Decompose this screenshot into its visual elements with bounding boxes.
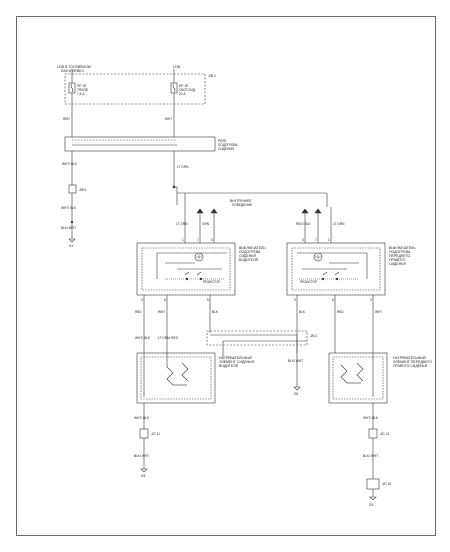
wire-label-blk-l: BLK bbox=[212, 310, 219, 314]
heater-left-label-1: НАГРЕВАТЕЛЬНЫЙ bbox=[219, 356, 252, 360]
switch-left-label-4: ВОДИТЕЛЯ bbox=[239, 258, 259, 262]
wire-label-wht-blk-l2: WHT/ BLK bbox=[135, 336, 151, 340]
pin-label: 9 bbox=[207, 298, 209, 302]
wire-label-red-l: RED bbox=[135, 310, 142, 314]
relay-label-1: РЕЛЕ bbox=[218, 139, 226, 143]
ground-mid-label: G5 bbox=[294, 392, 298, 396]
connector-jc13 bbox=[368, 428, 378, 439]
wire-label-wht-blk-1: WHT/ BLK bbox=[62, 162, 78, 166]
wire-label-wht-l: WHT bbox=[158, 310, 165, 314]
wire-label-red-blk-r: RED/ BLK bbox=[296, 222, 311, 226]
internal-label-1: ВНУТРЕННЕЕ bbox=[230, 199, 252, 203]
wire-label-wht-top: WHT bbox=[165, 117, 172, 121]
wire-label-blk-br: BLK/ WHT bbox=[363, 454, 378, 458]
heater-left-label-2: ЭЛЕМЕНТ СИДЕНЬЯ bbox=[219, 360, 254, 364]
heater-left-label-3: ВОДИТЕЛЯ bbox=[219, 364, 239, 368]
pin-label: 9 bbox=[294, 298, 296, 302]
jb2-label: J/B 2 bbox=[310, 334, 317, 338]
fuse-left-sub: ТЯХОВ bbox=[77, 88, 88, 92]
wire-label-wht-blk-br: WHT/ BLK bbox=[363, 416, 379, 420]
pin-label: 6 bbox=[332, 298, 334, 302]
connector-jc11-label: J/C 11 bbox=[151, 432, 160, 436]
wiring-diagram: I-DB В ТОПЛИВНОМ ЛАК И ЛЕВЕЛ I-DB J/B 1 … bbox=[57, 65, 432, 507]
wire-label-blk-bl: BLK/ WHT bbox=[134, 454, 149, 458]
wire-label-red-top: RED bbox=[63, 117, 70, 121]
switch-left-label-1: ВЫКЛЮЧАТЕЛЬ bbox=[239, 246, 266, 250]
ground-left-icon bbox=[68, 238, 76, 243]
junction-block-label: J/B 1 bbox=[208, 74, 216, 78]
switch-right-label-1: ВЫКЛЮЧАТЕЛЬ bbox=[389, 246, 416, 250]
connector-jb6-label: J/B 6 bbox=[79, 188, 86, 192]
fuse-left bbox=[68, 69, 76, 137]
switch-left-resistor-label: РЕЗИСТОР bbox=[203, 280, 220, 284]
wire-label-ltgrn-r: LT GRN bbox=[333, 222, 345, 226]
pin-label: 3 bbox=[141, 298, 143, 302]
fuse-left-rating: 7,5 А bbox=[77, 92, 85, 96]
ground-left-label: G1 bbox=[69, 244, 73, 248]
connector-jb6 bbox=[68, 184, 77, 194]
pin-label: 7 bbox=[315, 238, 317, 242]
internal-label-2: ПОВЕДЕНИЕ bbox=[232, 203, 252, 207]
switch-right-label-3: ПЕРЕДНЕГО bbox=[389, 254, 410, 258]
switch-left-label-3: СИДЕНЬЯ bbox=[239, 254, 256, 258]
relay-label-3: СИДЕНИЙ bbox=[218, 147, 234, 151]
switch-right-label-2: ПОДОГРЕВА bbox=[389, 250, 411, 254]
fuse-right-sub: ОБОГ.СИД bbox=[179, 88, 196, 92]
fuse-right-rating: 20 А bbox=[179, 92, 186, 96]
wire-label-ltgrn: LT GRN bbox=[177, 165, 189, 169]
pin-label: 1 bbox=[182, 238, 184, 242]
jb2-box bbox=[206, 330, 308, 346]
connector-jc16 bbox=[366, 478, 380, 490]
switch-left-label-2: ПОДОГРЕВА bbox=[239, 250, 261, 254]
relay-box bbox=[64, 136, 216, 152]
pin-label: 4 bbox=[211, 238, 213, 242]
fuse-left-name: ПР. 35 bbox=[77, 84, 86, 88]
ground-br-label: G4 bbox=[369, 503, 373, 507]
ground-mid-icon bbox=[293, 386, 301, 391]
wire-label-ltgrn-l: LT GRN bbox=[176, 222, 188, 226]
diagram-page: I-DB В ТОПЛИВНОМ ЛАК И ЛЕВЕЛ I-DB J/B 1 … bbox=[16, 16, 436, 536]
pin-label: 4 bbox=[302, 238, 304, 242]
heater-right-label-3: ПРАВОГО СИДЕНЬЯ bbox=[393, 364, 428, 368]
switch-right-label-5: СИДЕНЬЯ bbox=[389, 262, 406, 266]
heater-left-element-icon bbox=[166, 366, 174, 386]
source-left-label: I-DB В ТОПЛИВНОМ bbox=[57, 65, 91, 69]
fuse-right bbox=[170, 69, 178, 137]
connector-jc13-label: J/C 13 bbox=[380, 432, 389, 436]
source-right-label: I-DB bbox=[173, 65, 181, 69]
wire-label-red-r: RED bbox=[337, 310, 344, 314]
wire-label-wht-blk-2: WHT/ BLK bbox=[61, 206, 77, 210]
wire-label-blk-left: BLK/ WHT bbox=[61, 226, 76, 230]
switch-right-box bbox=[286, 242, 386, 296]
pin-label: 3 bbox=[370, 298, 372, 302]
wire-label-blk-mid: BLK/ WHT bbox=[288, 359, 303, 363]
relay-label-2: ПОДОГРЕВА bbox=[218, 143, 238, 147]
heater-left-box bbox=[136, 352, 216, 404]
connector-jc16-label: J/C 16 bbox=[382, 482, 391, 486]
ground-bl-label: G3 bbox=[141, 474, 145, 478]
heater-right-label-2: ЭЛЕМЕНТ ПЕРЕДНЕГО bbox=[393, 360, 432, 364]
pin-label: 7 bbox=[197, 238, 199, 242]
switch-right-label-4: ПРАВОГО bbox=[389, 258, 406, 262]
switch-left-box bbox=[136, 242, 236, 296]
wire-label-wht-r: WHT bbox=[375, 310, 382, 314]
source-left-sub-label: ЛАК И ЛЕВЕЛ bbox=[61, 69, 84, 73]
wire-label-wht-blk-bl: WHT/ BLK bbox=[134, 416, 150, 420]
heater-right-box bbox=[328, 352, 388, 404]
pin-label: 6 bbox=[164, 298, 166, 302]
ground-br-icon bbox=[369, 496, 377, 501]
heater-right-element-icon bbox=[340, 364, 348, 384]
pin-label: 1 bbox=[328, 238, 330, 242]
heater-right-label-1: НАГРЕВАТЕЛЬНЫЙ bbox=[393, 356, 426, 360]
wire-label-grn-l: GRN bbox=[202, 222, 210, 226]
switch-right-resistor-label: РЕЗИСТОР bbox=[300, 280, 317, 284]
junction-block-box bbox=[64, 73, 206, 105]
fuse-right-name: ПР. 20 bbox=[179, 84, 188, 88]
wire-label-blk-r: BLK bbox=[299, 310, 306, 314]
ground-bl-icon bbox=[140, 468, 148, 473]
connector-jc11 bbox=[139, 428, 149, 439]
wire-label-ltgrn-red-l: LT GRN/ RED bbox=[158, 336, 179, 340]
